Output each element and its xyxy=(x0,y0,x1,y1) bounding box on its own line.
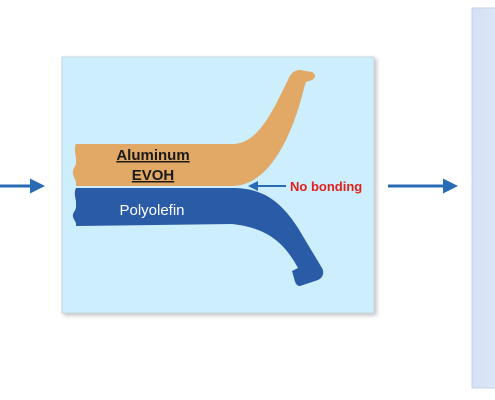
aluminum-label: Aluminum xyxy=(116,147,189,164)
polyolefin-layer xyxy=(76,188,324,286)
aluminum-evoh-layer xyxy=(76,70,315,186)
evoh-label: EVOH xyxy=(132,167,175,184)
no-bonding-label: No bonding xyxy=(290,179,362,194)
next-step-panel xyxy=(471,7,495,389)
polyolefin-label: Polyolefin xyxy=(119,202,184,219)
